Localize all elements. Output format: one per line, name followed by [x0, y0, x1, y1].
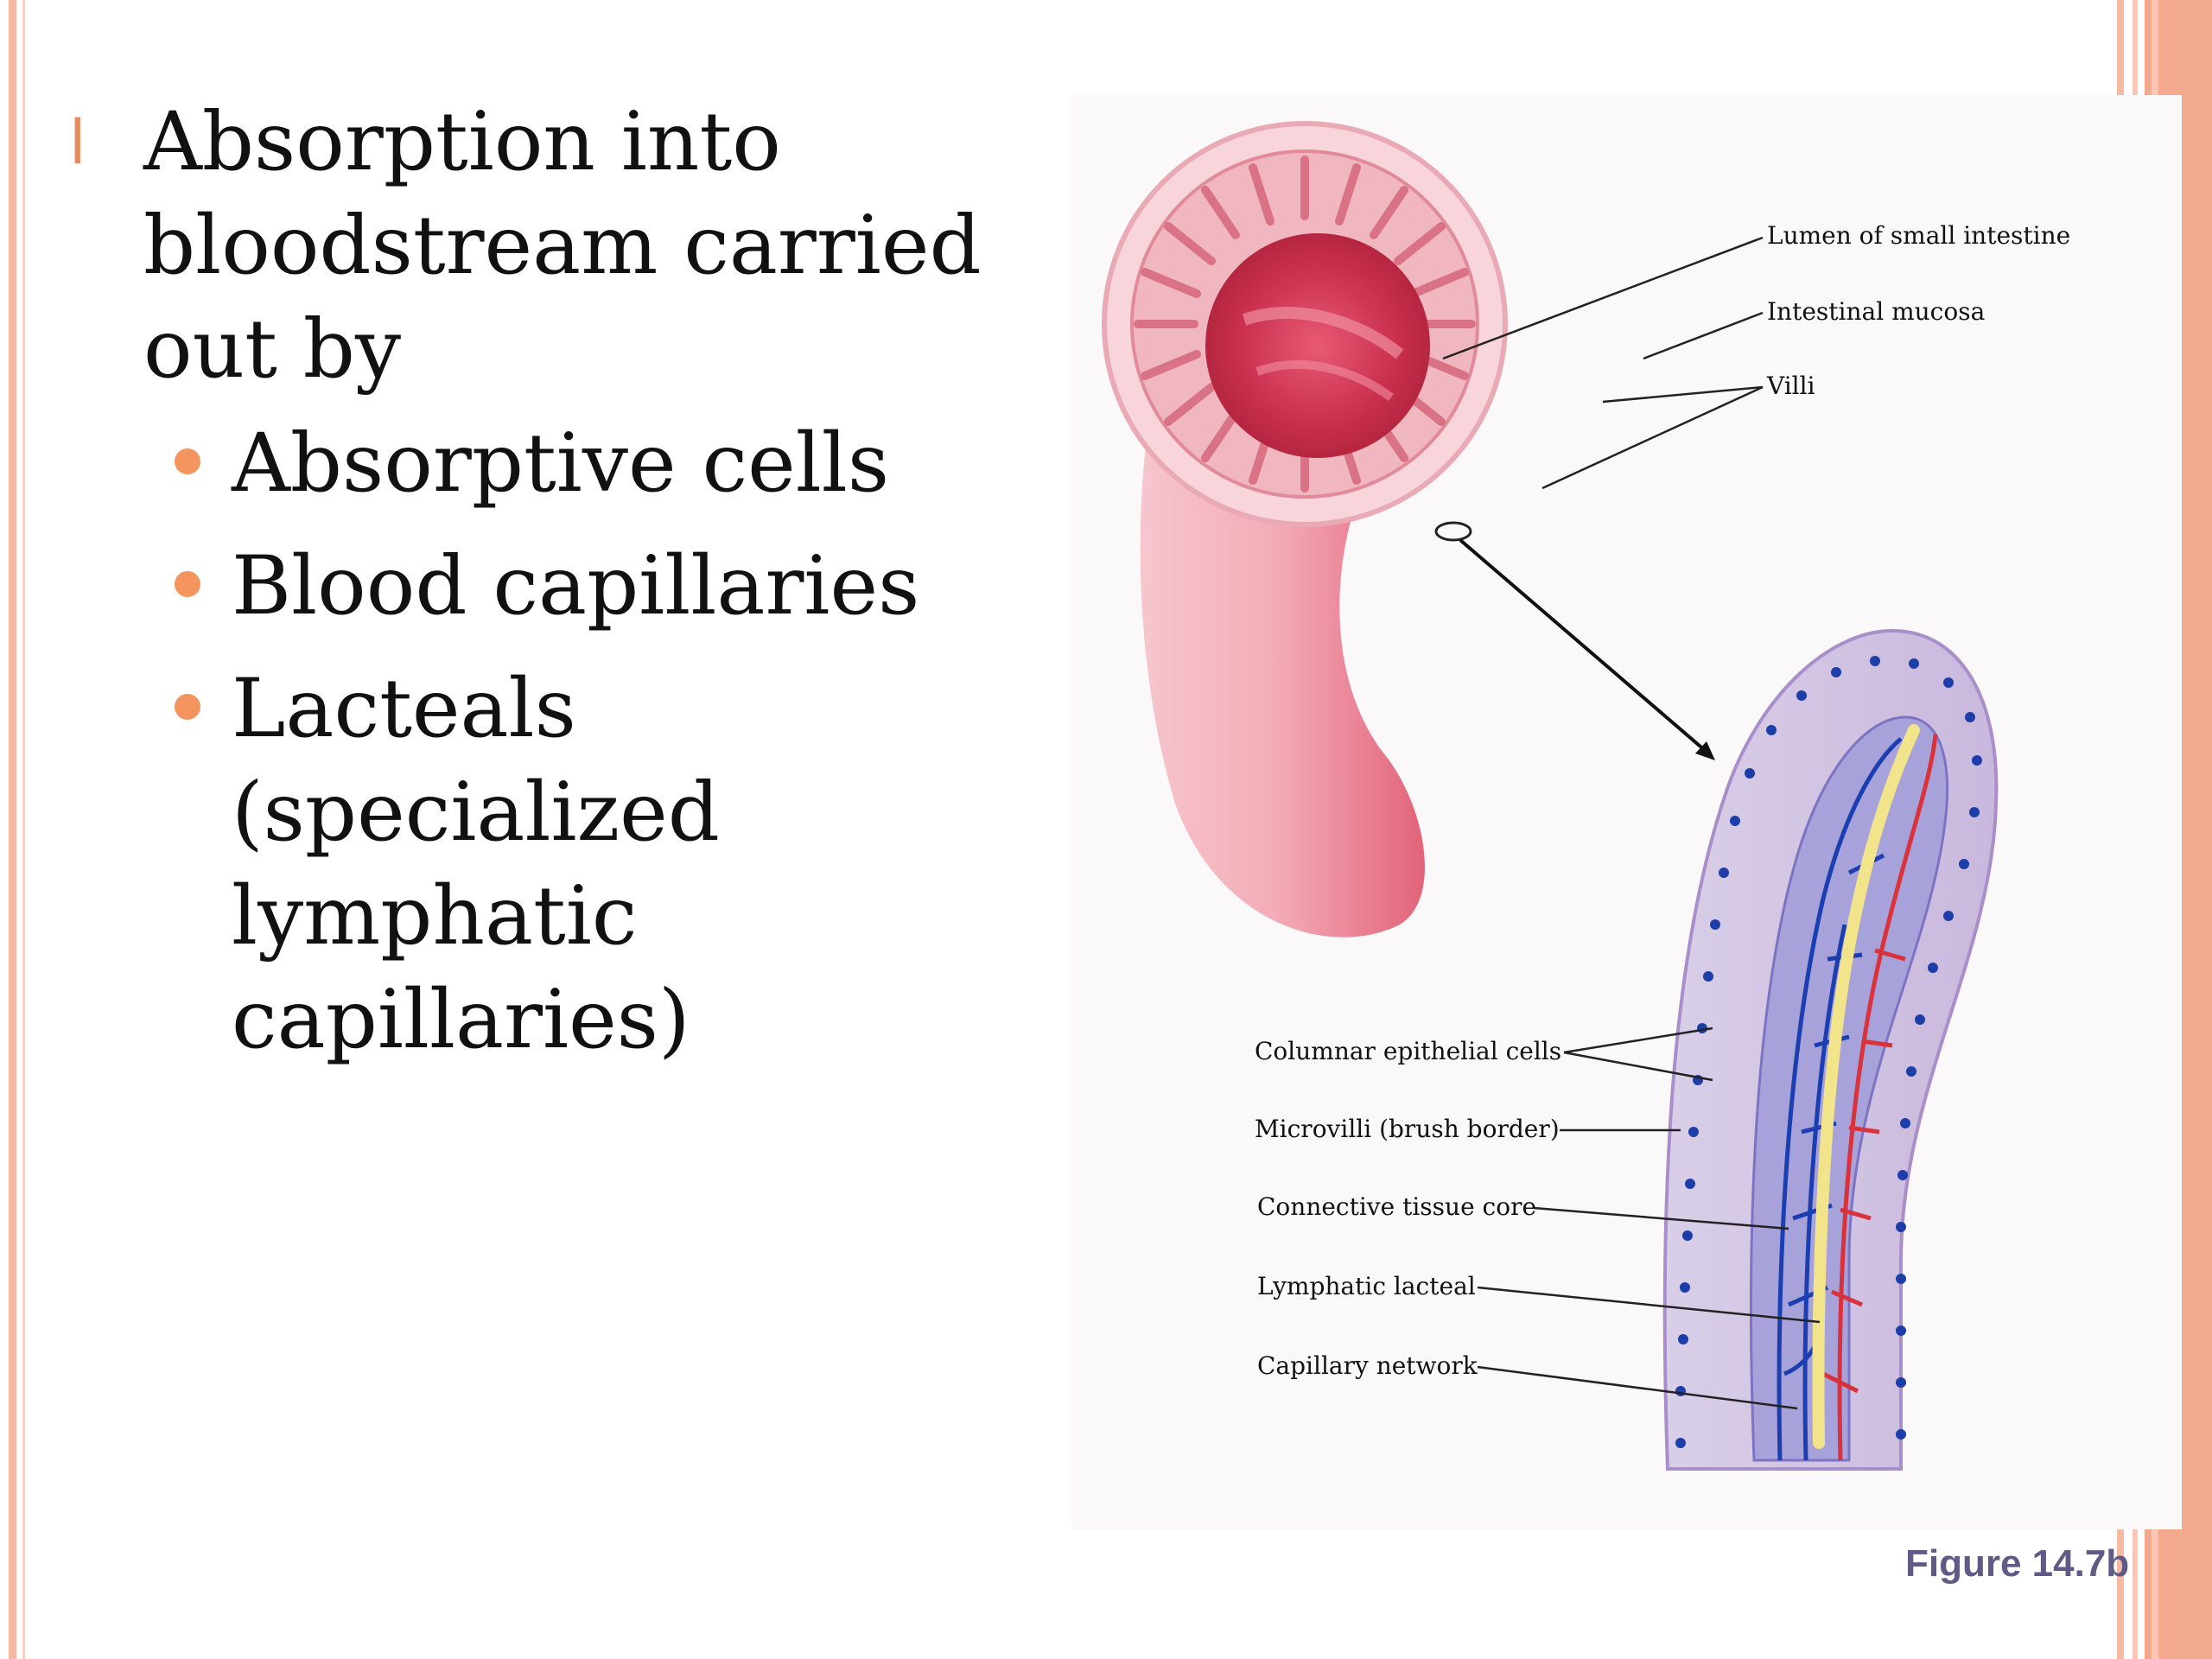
sub-bullet-lacteals: Lacteals (specialized lymphatic capillar… [175, 658, 1071, 1072]
label-columnar-epithelial-cells: Columnar epithelial cells [1255, 1037, 1561, 1065]
villus-core [1750, 715, 1949, 1462]
sub-bullet-list: Absorptive cells Blood capillaries Lacte… [69, 412, 1071, 1072]
slide-text: l Absorption into bloodstream carried ou… [69, 91, 1071, 1091]
bullet-dot-icon [175, 694, 200, 720]
label-lumen: Lumen of small intestine [1767, 221, 2070, 250]
lymphatic-lacteal-shape [1812, 724, 1920, 1449]
sub-bullet-blood: Blood capillaries [175, 535, 1071, 639]
capillary-network-arteries [1821, 734, 1938, 1461]
sub-bullet-absorptive: Absorptive cells [175, 412, 1071, 516]
arrow-head-icon [1695, 741, 1715, 760]
sub-bullet-text: Absorptive cells [232, 416, 890, 511]
slide-border-left-thin [22, 0, 25, 1659]
label-connective-tissue-core: Connective tissue core [1257, 1192, 1536, 1221]
intestine-lumen [1205, 233, 1430, 458]
bullet-marker-icon: l [69, 107, 86, 178]
slide-border-left [9, 0, 16, 1659]
epithelial-nuclei [1675, 656, 1982, 1448]
label-intestinal-mucosa: Intestinal mucosa [1767, 297, 1985, 326]
sub-bullet-text: Blood capillaries [232, 539, 920, 633]
label-villi: Villi [1766, 372, 1815, 400]
main-bullet: l Absorption into bloodstream carried ou… [69, 91, 1071, 402]
leader-lines [1442, 236, 1821, 1410]
label-lymphatic-lacteal: Lymphatic lacteal [1257, 1272, 1476, 1300]
figure-caption: Figure 14.7b [1905, 1542, 2130, 1585]
bullet-dot-icon [175, 448, 200, 474]
lumen-fold-highlight [1255, 359, 1394, 402]
magnify-loop [1434, 521, 1472, 542]
magnify-arrow [1459, 538, 1708, 753]
lumen-fold-highlight [1242, 307, 1404, 359]
label-microvilli: Microvilli (brush border) [1255, 1115, 1560, 1143]
intestine-figure: Lumen of small intestine Intestinal muco… [1071, 95, 2182, 1529]
main-bullet-text: Absorption into bloodstream carried out … [143, 95, 982, 397]
sub-bullet-text: Lacteals (specialized lymphatic capillar… [232, 662, 720, 1067]
bullet-dot-icon [175, 571, 200, 597]
label-capillary-network: Capillary network [1257, 1351, 1478, 1380]
intestine-illustration: Lumen of small intestine Intestinal muco… [1102, 121, 2070, 1471]
